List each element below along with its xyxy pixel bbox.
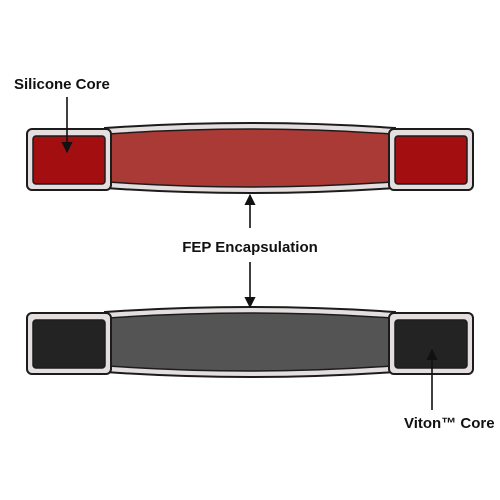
silicone-core-right bbox=[394, 135, 468, 185]
fep-encapsulation-label: FEP Encapsulation bbox=[182, 239, 318, 256]
silicone-ring-body bbox=[107, 128, 393, 188]
viton-core-left bbox=[32, 319, 106, 369]
viton-core-right bbox=[394, 319, 468, 369]
viton-ring-body bbox=[107, 312, 393, 372]
silicone-core-label: Silicone Core bbox=[14, 76, 110, 93]
silicone-ring bbox=[26, 122, 474, 194]
silicone-core-left bbox=[32, 135, 106, 185]
viton-core-label: Viton™ Core bbox=[404, 415, 495, 432]
viton-ring bbox=[26, 306, 474, 378]
